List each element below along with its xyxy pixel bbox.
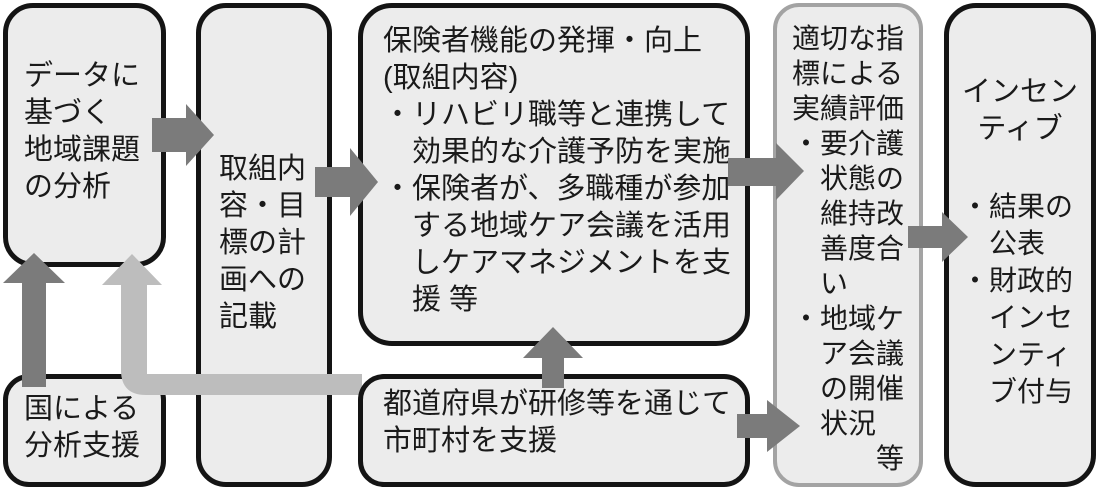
arrow-head-icon (3, 253, 65, 283)
arrow-head-icon (942, 212, 968, 262)
box-national-support-text: 国による 分析支援 (24, 393, 141, 462)
arrow-shaft (542, 358, 564, 388)
arrow-shaft (22, 283, 46, 387)
box-plan-entry: 取組内 容・目 標の計 画への 記載 (196, 3, 332, 487)
arrow-shaft (737, 414, 767, 438)
box-performance-evaluation: 適切な指 標による 実績評価 ・要介護 状態の 維持改 善度合 い ・地域ケ ア… (773, 3, 923, 487)
arrow-head-icon (776, 143, 804, 200)
arrow-shaft (315, 167, 350, 197)
arrow-pref-to-evaluation-icon (737, 400, 800, 452)
arrow-plan-to-insurer-icon (315, 148, 378, 216)
arrow-national-to-data-icon (3, 253, 65, 387)
box-performance-evaluation-text: 適切な指 標による 実績評価 ・要介護 状態の 維持改 善度合 い ・地域ケ ア… (792, 23, 905, 474)
box-data-analysis: データに 基づく 地域課題 の分析 (3, 3, 166, 267)
arrow-data-to-plan-icon (152, 104, 214, 166)
arrow-insurer-to-evaluation-icon (728, 143, 804, 200)
arrow-pref-to-data-elbow-icon (102, 254, 362, 395)
box-incentive-title: インセン ティブ (961, 76, 1078, 145)
arrow-shaft (908, 226, 942, 248)
arrow-evaluation-to-incentive-icon (908, 212, 968, 262)
box-incentive-items: ・結果の 公表 ・財政的 インセ ンティ ブ付与 (961, 191, 1074, 407)
arrow-pref-to-insurer-icon (523, 327, 583, 388)
arrow-head-icon (523, 327, 583, 358)
arrow-head-icon (350, 148, 378, 216)
box-insurer-function-text: 保険者機能の発揮・向上 (取組内容) ・リハビリ職等と連携して 効果的な介護予防… (383, 25, 732, 316)
arrow-head-icon (767, 400, 800, 452)
arrow-shaft (728, 158, 776, 186)
box-incentive: インセン ティブ ・結果の 公表 ・財政的 インセ ンティ ブ付与 (944, 3, 1096, 487)
box-prefecture-support-text: 都道府県が研修等を通じて 市町村を支援 (383, 388, 732, 457)
arrow-shaft (152, 118, 186, 152)
box-prefecture-support: 都道府県が研修等を通じて 市町村を支援 (358, 374, 750, 487)
arrow-head-icon (186, 104, 214, 166)
box-data-analysis-text: データに 基づく 地域課題 の分析 (24, 60, 141, 203)
box-insurer-function: 保険者機能の発揮・向上 (取組内容) ・リハビリ職等と連携して 効果的な介護予防… (358, 3, 750, 346)
box-plan-entry-text: 取組内 容・目 標の計 画への 記載 (219, 153, 307, 333)
